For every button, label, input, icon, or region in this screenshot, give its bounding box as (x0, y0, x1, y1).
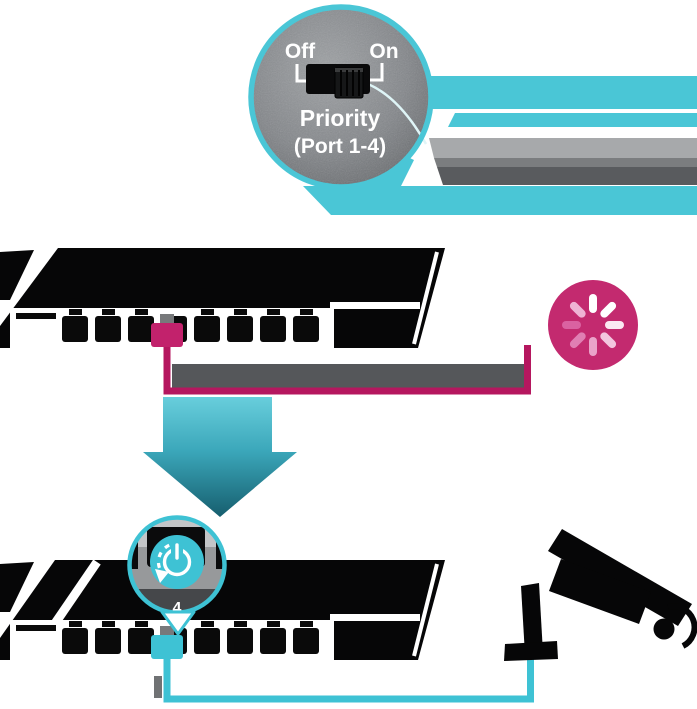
pink-cable (163, 344, 531, 395)
on-position-mark (370, 63, 384, 82)
ip-camera-icon (504, 529, 697, 661)
port-number-label: 4 (173, 600, 182, 617)
switch-top-edge-highlight (412, 251, 439, 345)
switch-bottom-panel-edge (330, 614, 420, 621)
camera-mount-arm (521, 583, 543, 655)
magenta-plug (151, 314, 183, 347)
ribbon-band-thin (448, 113, 697, 127)
ribbon-gray-dark (437, 167, 697, 185)
priority-timer-icon (155, 543, 192, 583)
cable-shadow-band (172, 364, 528, 388)
switch-top (0, 248, 445, 348)
ribbon-swoosh (303, 186, 697, 215)
camera-lens-rim (667, 603, 697, 649)
led-strip (16, 313, 56, 319)
on-label: On (369, 40, 398, 63)
led-strip-2 (16, 625, 56, 631)
teal-plug (151, 626, 183, 659)
switch-top-left-facet (0, 250, 34, 300)
plug-body-2 (151, 635, 183, 659)
badge-disc (150, 535, 204, 589)
switch-bottom-edge-highlight (412, 563, 439, 657)
switch-top-ports (62, 309, 319, 342)
teal-cable (163, 650, 534, 703)
loading-spinner-icon (548, 280, 638, 370)
camera-lens (653, 618, 675, 640)
off-label: Off (285, 40, 316, 63)
plug-body (151, 323, 183, 347)
down-arrow-icon (143, 397, 297, 517)
cable-shadow-sliver (154, 676, 162, 698)
toggle-switch-icon (295, 63, 384, 99)
ribbon-gray-mid (434, 158, 697, 167)
switch-bottom-left-facet (0, 562, 34, 612)
dial-ring (248, 4, 434, 190)
feature-scope-label: (Port 1-4) (294, 135, 386, 158)
camera-body (549, 559, 651, 624)
ribbon-band-top (420, 76, 697, 109)
ribbon-gray-light (429, 138, 697, 158)
camera-sunshade (548, 529, 692, 626)
badge-pointer-tail (160, 610, 196, 636)
camera-mount-foot (504, 641, 558, 661)
switch-top-panel-edge (330, 302, 420, 309)
feature-name-label: Priority (300, 105, 381, 131)
callout-dial: Off On Priority (Port 1-4) (248, 4, 434, 190)
